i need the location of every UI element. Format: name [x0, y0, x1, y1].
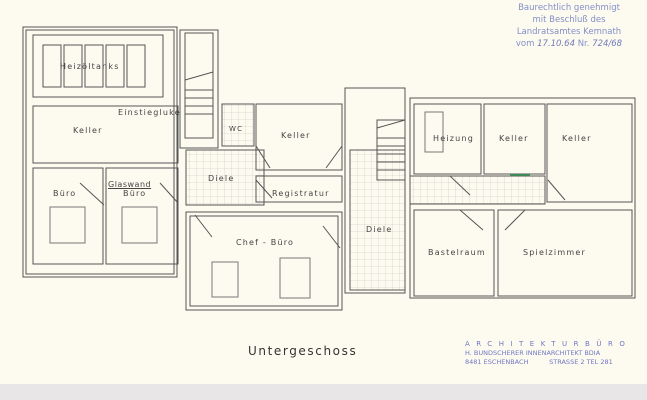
floor-title: Untergeschoss [248, 344, 358, 358]
room-label-wc: WC [229, 125, 244, 133]
stamp-line-1: Baurechtlich genehmigt [518, 3, 620, 13]
approval-stamp: Baurechtlich genehmigt mit Beschluß des … [494, 2, 644, 50]
room-label-keller-center: Keller [281, 131, 311, 140]
room-label-diele-left: Diele [208, 174, 235, 183]
room-label-buero-2: Büro [123, 189, 147, 198]
room-label-keller-right-1: Keller [499, 134, 529, 143]
stamp-date: 17.10.64 [537, 39, 575, 49]
room-label-einstiegluke: Einstiegluke [118, 108, 181, 117]
stamp-line-3: Landratsamtes Kemnath [516, 27, 622, 37]
room-label-bastelraum: Bastelraum [428, 248, 486, 257]
plan-sheet: Heizöltanks Einstiegluke Keller Büro Gla… [0, 0, 647, 384]
floor-plan-drawing [22, 26, 636, 311]
room-label-registratur: Registratur [272, 189, 330, 198]
stamp-line-4: vom 17.10.64 Nr. 724/68 [515, 39, 623, 49]
stamp-number: 724/68 [592, 39, 623, 49]
room-label-buero-1: Büro [53, 189, 77, 198]
room-label-keller-left: Keller [73, 126, 103, 135]
firm-address: 8481 ESCHENBACH STRASSE 2 TEL 281 [465, 358, 613, 366]
viewer-bottom-strip [0, 384, 647, 400]
room-label-keller-right-2: Keller [562, 134, 592, 143]
room-label-chef-buero: Chef - Büro [236, 238, 295, 247]
firm-architect: H. BUNDSCHERER INNENARCHITEKT BDIA [465, 349, 601, 357]
firm-name: ARCHITEKTURBÜRO [465, 340, 632, 348]
room-label-diele-center: Diele [366, 225, 393, 234]
room-label-heizoeltanks: Heizöltanks [60, 62, 120, 71]
stamp-line-2: mit Beschluß des [532, 15, 606, 25]
room-label-glaswand: Glaswand [108, 180, 152, 189]
room-label-heizung: Heizung [433, 134, 474, 143]
room-label-spielzimmer: Spielzimmer [523, 248, 586, 257]
architect-stamp: ARCHITEKTURBÜRO H. BUNDSCHERER INNENARCH… [465, 340, 631, 367]
